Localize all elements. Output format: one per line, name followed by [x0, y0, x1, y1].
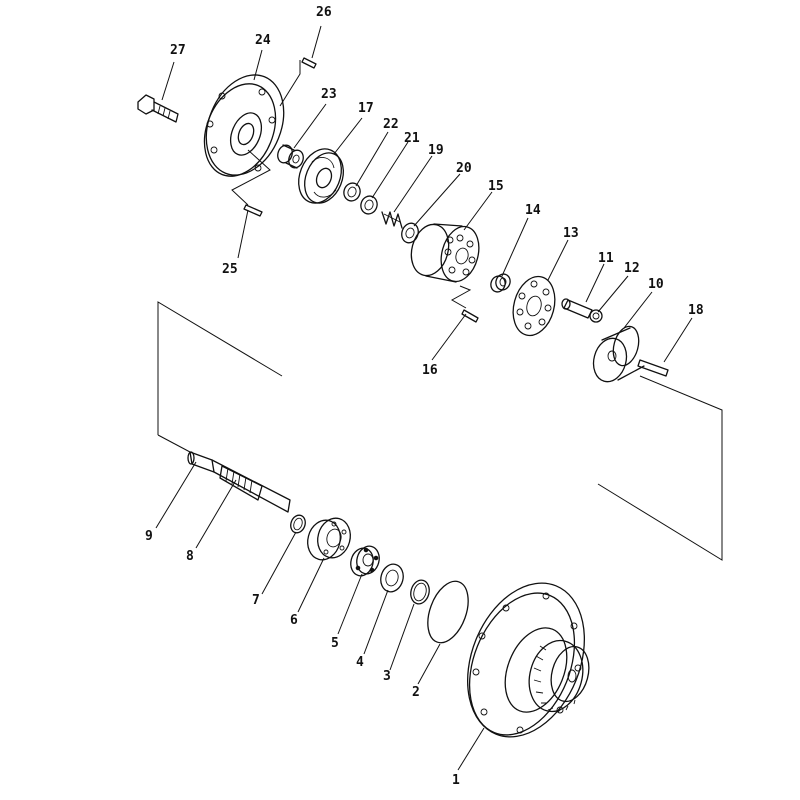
callout-2: 2	[412, 685, 420, 700]
callout-18: 18	[688, 303, 704, 318]
callout-26: 26	[316, 5, 332, 20]
part-16-pin	[450, 285, 479, 323]
part-7-snap-ring	[290, 514, 306, 534]
part-27-bolt	[137, 94, 179, 123]
part-17-valve-plate	[298, 148, 344, 204]
part-3-shim	[410, 579, 430, 605]
part-8-spline	[219, 465, 263, 501]
callout-5: 5	[331, 636, 339, 651]
part-14-collar	[490, 273, 511, 293]
callout-1: 1	[452, 773, 460, 788]
callout-27: 27	[170, 43, 186, 58]
part-2-o-ring	[427, 580, 469, 644]
part-19-spring	[381, 211, 403, 229]
callout-10: 10	[648, 277, 664, 292]
callout-14: 14	[525, 203, 541, 218]
part-26-pin	[279, 57, 317, 107]
part-15-cylinder-block	[410, 223, 480, 283]
callout-25: 25	[222, 262, 238, 277]
callout-22: 22	[383, 117, 399, 132]
part-20-retainer	[401, 222, 419, 244]
callout-3: 3	[383, 669, 391, 684]
part-11-piston	[561, 298, 593, 319]
callout-21: 21	[404, 131, 420, 146]
assembly-frame	[157, 301, 723, 561]
part-12-clip	[589, 309, 603, 323]
callout-6: 6	[290, 613, 298, 628]
part-6-bearing	[307, 517, 351, 561]
callout-12: 12	[624, 261, 640, 276]
callout-7: 7	[252, 593, 260, 608]
part-4-race	[380, 563, 404, 593]
callout-24: 24	[255, 33, 271, 48]
callout-4: 4	[356, 655, 364, 670]
part-24-cover-flange	[203, 74, 285, 177]
part-21-washer	[360, 195, 378, 215]
part-1-housing	[466, 582, 590, 738]
callout-8: 8	[186, 549, 194, 564]
callout-20: 20	[456, 161, 472, 176]
part-23-bushing	[277, 144, 304, 169]
part-5-roller-bearing	[350, 545, 380, 577]
callout-15: 15	[488, 179, 504, 194]
callout-labels: 27 24 26 23 17 22 21 19 20 15 25 16 14 1…	[145, 5, 704, 788]
callout-11: 11	[598, 251, 614, 266]
callout-13: 13	[563, 226, 579, 241]
callout-23: 23	[321, 87, 337, 102]
callout-19: 19	[428, 143, 444, 158]
part-10-swash-plate	[592, 325, 645, 383]
part-13-retainer-plate	[512, 275, 556, 337]
callout-16: 16	[422, 363, 438, 378]
callout-9: 9	[145, 529, 153, 544]
part-25-pin	[231, 149, 271, 217]
callout-17: 17	[358, 101, 374, 116]
part-18-pin	[637, 359, 669, 377]
part-22-washer	[343, 182, 361, 202]
leader-lines	[155, 25, 693, 771]
